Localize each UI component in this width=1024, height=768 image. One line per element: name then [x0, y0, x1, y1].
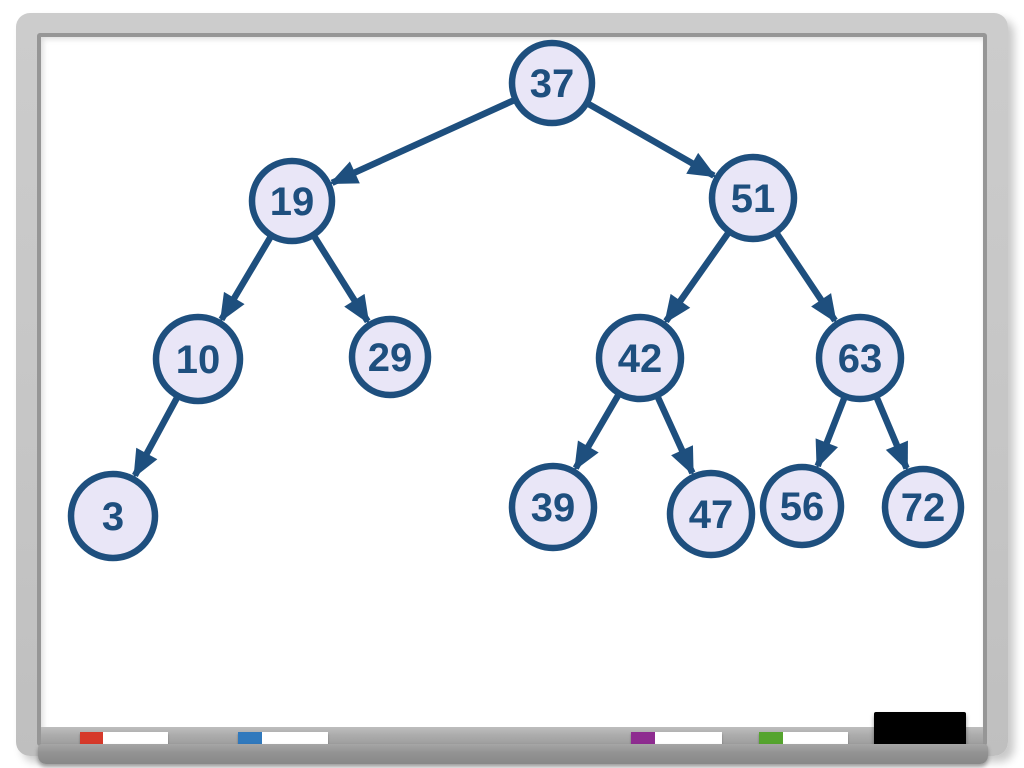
tree-node-10: 10 — [152, 313, 244, 405]
node-circle-3 — [67, 470, 159, 562]
marker-tray-ledge — [38, 744, 988, 764]
tree-node-19: 19 — [248, 157, 336, 245]
blue-marker-cap — [238, 732, 262, 746]
node-circle-51 — [708, 153, 798, 243]
green-marker-body — [783, 732, 848, 746]
blue-marker — [238, 732, 328, 746]
node-circle-37 — [508, 39, 596, 127]
tree-node-42: 42 — [595, 313, 685, 403]
green-marker-cap — [759, 732, 783, 746]
node-value-42: 42 — [618, 337, 663, 381]
node-value-3: 3 — [102, 495, 124, 539]
tree-edge-63-72 — [873, 394, 910, 472]
red-marker — [80, 732, 168, 746]
tree-node-63: 63 — [815, 313, 905, 403]
node-value-63: 63 — [838, 337, 883, 381]
node-value-10: 10 — [176, 338, 221, 382]
node-value-51: 51 — [731, 177, 776, 221]
tree-edge-19-29 — [310, 233, 371, 324]
red-marker-body — [103, 732, 168, 746]
node-circle-10 — [152, 313, 244, 405]
blue-marker-body — [262, 732, 328, 746]
tree-edge-10-3 — [132, 394, 181, 479]
whiteboard-eraser — [874, 712, 966, 746]
node-circle-56 — [759, 463, 845, 549]
tree-node-29: 29 — [348, 315, 432, 399]
node-value-56: 56 — [780, 485, 825, 529]
tree-edge-51-63 — [773, 230, 838, 324]
node-circle-72 — [881, 465, 965, 549]
tree-node-51: 51 — [708, 153, 798, 243]
node-value-19: 19 — [270, 180, 315, 224]
tree-node-72: 72 — [881, 465, 965, 549]
tree-edge-63-56 — [814, 395, 849, 469]
node-circle-29 — [348, 315, 432, 399]
tree-edge-37-19 — [329, 96, 517, 186]
node-circle-19 — [248, 157, 336, 245]
tree-node-3: 3 — [67, 470, 159, 562]
purple-marker-body — [655, 732, 722, 746]
node-value-29: 29 — [368, 336, 413, 380]
tree-edge-51-42 — [663, 229, 732, 324]
tree-edge-19-10 — [218, 233, 275, 323]
node-circle-39 — [508, 462, 598, 552]
node-circle-63 — [815, 313, 905, 403]
tree-node-56: 56 — [759, 463, 845, 549]
tree-edge-42-47 — [654, 393, 696, 476]
tree-node-39: 39 — [508, 462, 598, 552]
red-marker-cap — [80, 732, 103, 746]
purple-marker — [631, 732, 722, 746]
node-value-39: 39 — [531, 486, 576, 530]
tree-node-37: 37 — [508, 39, 596, 127]
tree-edge-42-39 — [572, 391, 623, 471]
tree-node-47: 47 — [666, 469, 756, 559]
node-value-47: 47 — [689, 493, 734, 537]
purple-marker-cap — [631, 732, 655, 746]
node-circle-42 — [595, 313, 685, 403]
node-circle-47 — [666, 469, 756, 559]
node-value-72: 72 — [901, 486, 946, 530]
tree-edge-37-51 — [585, 100, 717, 179]
green-marker — [759, 732, 848, 746]
node-value-37: 37 — [530, 62, 575, 106]
